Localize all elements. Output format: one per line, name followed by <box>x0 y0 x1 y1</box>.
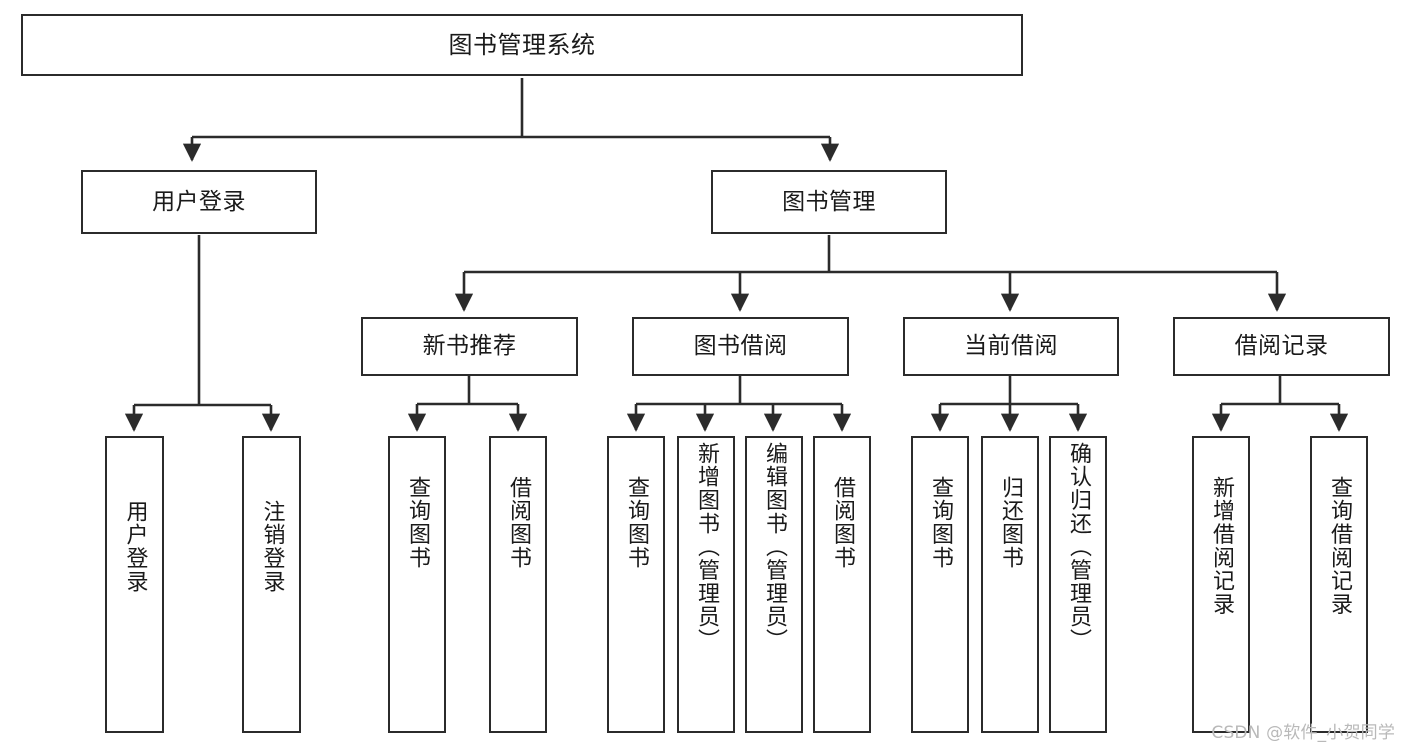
leaf-label: 查询图书 <box>927 476 953 570</box>
node-label: 图书借阅 <box>693 333 788 360</box>
leaf-label: 查询借阅记录 <box>1326 476 1352 616</box>
node-book-management[interactable]: 图书管理 <box>711 170 947 234</box>
leaf-return-book[interactable]: 归还图书 <box>981 436 1039 733</box>
leaf-label: 新增借阅记录 <box>1208 476 1234 616</box>
leaf-confirm-return-admin[interactable]: 确认归还（管理员） <box>1049 436 1107 733</box>
node-label: 用户登录 <box>152 188 246 215</box>
leaf-label: 新增图书（管理员） <box>693 442 719 652</box>
node-label: 当前借阅 <box>964 333 1058 360</box>
leaf-label: 注销登录 <box>259 500 285 594</box>
node-borrowing-record[interactable]: 借阅记录 <box>1173 317 1390 376</box>
node-label: 图书管理 <box>782 188 876 215</box>
node-book-borrowing[interactable]: 图书借阅 <box>632 317 849 376</box>
leaf-query-borrowing-record[interactable]: 查询借阅记录 <box>1310 436 1368 733</box>
leaf-label: 查询图书 <box>404 476 430 570</box>
leaf-label: 查询图书 <box>623 476 649 570</box>
leaf-label: 用户登录 <box>122 500 148 594</box>
leaf-label: 归还图书 <box>997 476 1023 570</box>
leaf-label: 编辑图书（管理员） <box>761 442 787 652</box>
node-current-borrowing[interactable]: 当前借阅 <box>903 317 1119 376</box>
leaf-user-login[interactable]: 用户登录 <box>105 436 164 733</box>
node-new-book-recommendation[interactable]: 新书推荐 <box>361 317 578 376</box>
leaf-borrow-book-borrowing[interactable]: 借阅图书 <box>813 436 871 733</box>
node-label: 借阅记录 <box>1234 333 1329 360</box>
leaf-query-book-borrowing[interactable]: 查询图书 <box>607 436 665 733</box>
leaf-query-book-current[interactable]: 查询图书 <box>911 436 969 733</box>
leaf-edit-book-admin[interactable]: 编辑图书（管理员） <box>745 436 803 733</box>
csdn-watermark: CSDN @软件_小贺同学 <box>1211 723 1395 743</box>
leaf-borrow-book-new-book[interactable]: 借阅图书 <box>489 436 547 733</box>
leaf-add-borrowing-record[interactable]: 新增借阅记录 <box>1192 436 1250 733</box>
leaf-label: 借阅图书 <box>829 476 855 570</box>
node-user-login[interactable]: 用户登录 <box>81 170 317 234</box>
node-label: 新书推荐 <box>422 333 517 360</box>
leaf-add-book-admin[interactable]: 新增图书（管理员） <box>677 436 735 733</box>
leaf-logout-login[interactable]: 注销登录 <box>242 436 301 733</box>
leaf-query-book-new-book[interactable]: 查询图书 <box>388 436 446 733</box>
leaf-label: 确认归还（管理员） <box>1065 442 1091 652</box>
leaf-label: 借阅图书 <box>505 476 531 570</box>
node-label: 图书管理系统 <box>448 31 596 59</box>
node-root-book-management-system[interactable]: 图书管理系统 <box>21 14 1023 76</box>
